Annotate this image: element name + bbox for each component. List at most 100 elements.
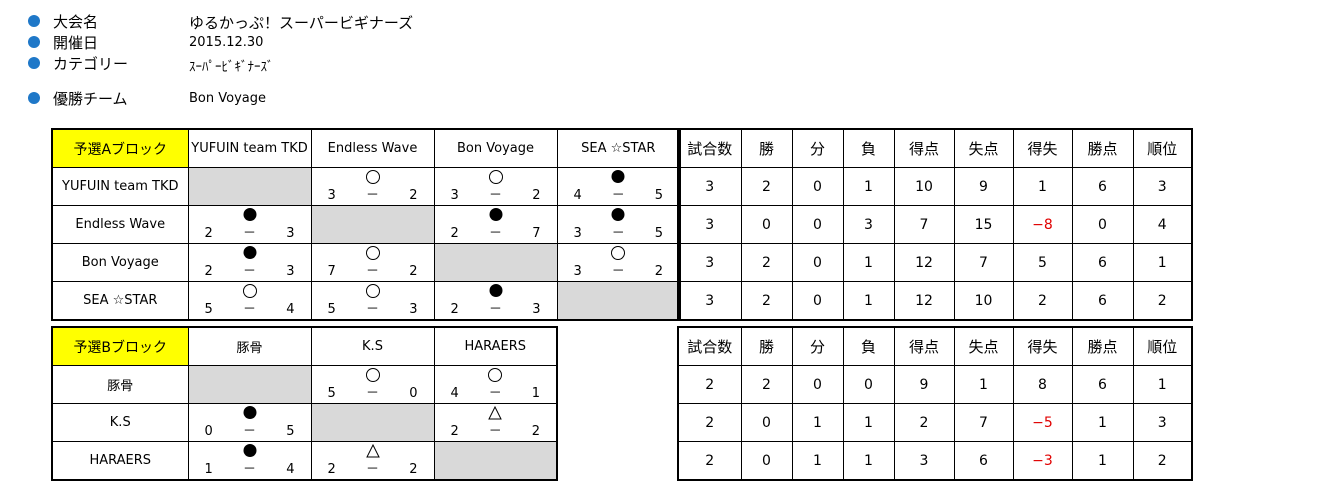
- stats-header-row: 試合数勝分負得点失点得失勝点順位: [677, 326, 1193, 366]
- stats-cell: 2: [740, 167, 793, 206]
- stats-cell: 2: [893, 403, 955, 442]
- stats-cell: 1: [791, 441, 844, 481]
- stats-cell: 2: [677, 441, 742, 481]
- stats-cell: 9: [893, 365, 955, 404]
- match-result: 3－2: [435, 169, 556, 205]
- column-team-name: Bon Voyage: [433, 128, 558, 168]
- stats-header-cell: 勝: [740, 326, 793, 366]
- stats-cell: 0: [791, 167, 844, 206]
- winner-value: Bon Voyage: [189, 91, 266, 106]
- white-circle-icon: [242, 284, 257, 298]
- stats-header-cell: 失点: [953, 128, 1014, 168]
- score-dash: －: [488, 424, 502, 439]
- white-circle-icon: [365, 368, 380, 382]
- score-own: 2: [204, 264, 213, 279]
- stats-cell: 0: [791, 365, 844, 404]
- stats-cell: 1: [1012, 167, 1073, 206]
- match-result: 5－4: [189, 282, 310, 319]
- stats-cell: 1: [842, 403, 895, 442]
- stats-header-row: 試合数勝分負得点失点得失勝点順位: [677, 128, 1193, 168]
- match-result-cell: 2－3: [433, 281, 558, 321]
- stats-cell: −8: [1012, 205, 1073, 244]
- white-circle-icon: [365, 246, 380, 260]
- stats-header-cell: 試合数: [677, 128, 742, 168]
- stats-cell: 1: [1071, 441, 1134, 481]
- match-result: 2－3: [189, 245, 310, 281]
- score-own: 1: [204, 462, 213, 477]
- score-opponent: 7: [532, 226, 541, 241]
- match-result-cell: 4－1: [433, 365, 558, 404]
- match-result-cell: 2－7: [433, 205, 558, 244]
- row-team-name: HARAERS: [51, 441, 189, 481]
- white-circle-icon: [365, 170, 380, 184]
- tournament-name-label: 大会名: [53, 13, 99, 31]
- bullet-icon: [28, 36, 40, 48]
- score-own: 0: [204, 424, 213, 439]
- score-dash: －: [242, 424, 257, 439]
- block-label: 予選Aブロック: [51, 128, 189, 168]
- match-result: 4－1: [435, 367, 556, 403]
- match-result-cell: 3－2: [310, 167, 435, 206]
- match-result: 2－3: [189, 207, 310, 243]
- match-result-cell: 3－5: [556, 205, 681, 244]
- row-team-name: YUFUIN team TKD: [51, 167, 189, 206]
- black-circle-icon: [243, 208, 256, 221]
- score-opponent: 2: [654, 264, 663, 279]
- stats-header-cell: 負: [842, 128, 895, 168]
- score-opponent: 3: [409, 302, 418, 317]
- stats-cell: 15: [953, 205, 1014, 244]
- score-dash: －: [365, 386, 380, 401]
- stats-cell: 1: [1071, 403, 1134, 442]
- self-match-cell: [187, 167, 312, 206]
- black-circle-icon: [243, 246, 256, 259]
- score-dash: －: [488, 386, 502, 401]
- black-circle-icon: [611, 208, 625, 221]
- stats-header-cell: 勝点: [1071, 326, 1134, 366]
- stats-header-cell: 順位: [1132, 326, 1193, 366]
- row-team-name: SEA ☆STAR: [51, 281, 189, 321]
- stats-cell: −3: [1012, 441, 1073, 481]
- stats-cell: 6: [1071, 167, 1134, 206]
- match-result: 4－5: [558, 169, 679, 205]
- stats-cell: −5: [1012, 403, 1073, 442]
- score-opponent: 5: [654, 226, 663, 241]
- match-result-cell: 0 － 5: [187, 403, 312, 442]
- stats-header-cell: 得失: [1012, 128, 1073, 168]
- stats-cell: 3: [1132, 167, 1193, 206]
- column-team-name: SEA ☆STAR: [556, 128, 681, 168]
- match-result-cell: 5－0: [310, 365, 435, 404]
- score-dash: －: [365, 264, 380, 279]
- block-label: 予選Bブロック: [51, 326, 189, 366]
- score-own: 2: [450, 302, 459, 317]
- date-value: 2015.12.30: [189, 35, 264, 50]
- stats-header-cell: 勝: [740, 128, 793, 168]
- match-result: 7－2: [312, 245, 433, 281]
- stats-header-cell: 分: [791, 326, 844, 366]
- row-team-name: Endless Wave: [51, 205, 189, 244]
- score-opponent: 3: [286, 264, 295, 279]
- stats-cell: 6: [1071, 365, 1134, 404]
- stats-cell: 1: [791, 403, 844, 442]
- match-result: 3－2: [558, 245, 679, 281]
- stats-cell: 0: [842, 365, 895, 404]
- score-own: 2: [327, 462, 336, 477]
- stats-header-cell: 失点: [953, 326, 1014, 366]
- score-opponent: 2: [532, 188, 541, 203]
- match-result: 0 － 5: [189, 405, 310, 441]
- match-result-cell: 2－3: [187, 243, 312, 282]
- score-dash: －: [365, 188, 380, 203]
- stats-cell: 7: [893, 205, 955, 244]
- category-value: ｽｰﾊﾟｰﾋﾞｷﾞﾅｰｽﾞ: [189, 60, 274, 75]
- match-result: 5－0: [312, 367, 433, 403]
- stats-header-cell: 得点: [893, 128, 955, 168]
- black-circle-icon: [489, 284, 502, 297]
- stats-cell: 1: [1132, 243, 1193, 282]
- stats-cell: 3: [677, 205, 742, 244]
- score-dash: －: [488, 188, 503, 203]
- score-opponent: 5: [286, 424, 295, 439]
